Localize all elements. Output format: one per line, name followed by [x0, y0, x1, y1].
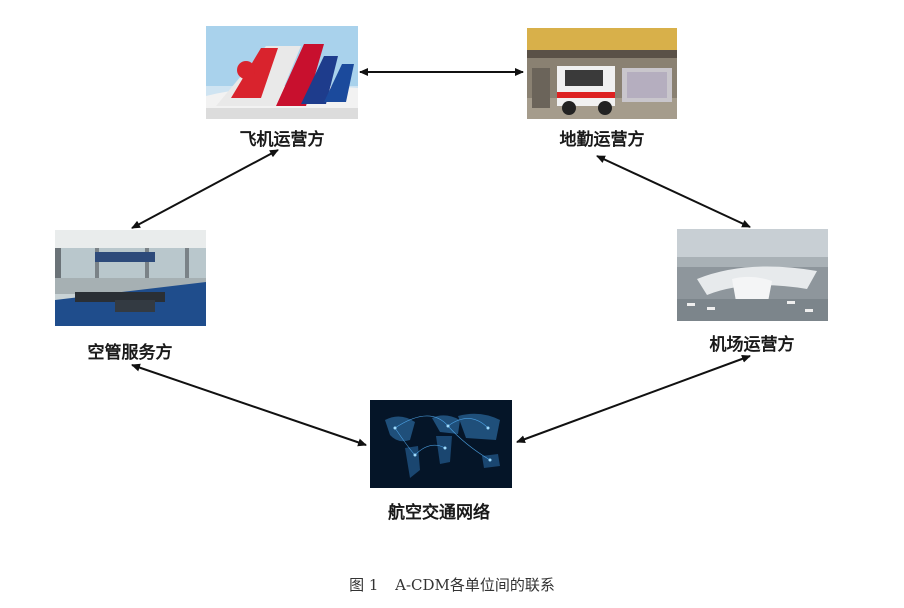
- network-map-photo: [370, 400, 512, 488]
- arrow-airport-network: [516, 355, 751, 443]
- airport-aerial-photo: [677, 229, 828, 321]
- control-room-photo: [55, 230, 206, 326]
- arrow-ground-airport: [596, 155, 751, 228]
- airline-photo: [206, 26, 358, 119]
- arrow-airline-atc: [131, 149, 279, 229]
- atc-service-label: 空管服务方: [87, 343, 173, 363]
- airport-operator-label: 机场运营方: [709, 335, 795, 355]
- figure-title: A-CDM各单位间的联系: [395, 576, 555, 594]
- network-label: 航空交通网络: [388, 503, 490, 523]
- figure-caption: 图 1 A-CDM各单位间的联系: [0, 574, 904, 595]
- figure-number: 图 1: [349, 576, 379, 594]
- ground-operator-label: 地勤运营方: [559, 130, 645, 150]
- airline-operator-label: 飞机运营方: [239, 130, 325, 150]
- ground-service-photo: [527, 28, 677, 119]
- arrow-atc-network: [131, 363, 367, 447]
